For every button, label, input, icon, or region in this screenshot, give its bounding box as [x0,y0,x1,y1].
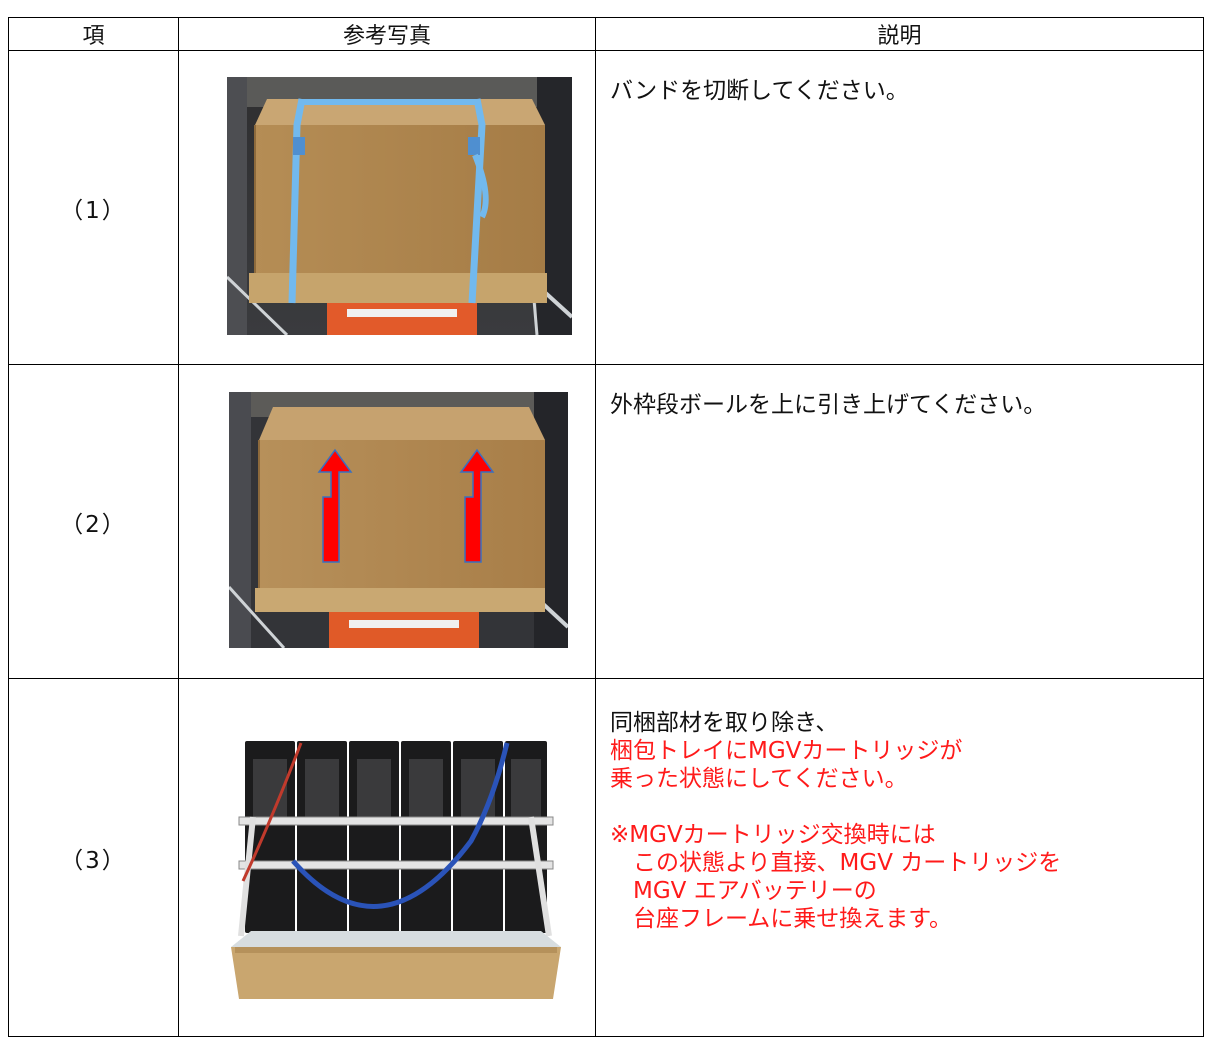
warning-text: 梱包トレイにMGVカートリッジが 乗った状態にしてください。 ※MGVカートリッ… [610,738,1062,932]
step-description: 外枠段ボールを上に引き上げてください。 [610,392,1047,418]
up-arrow-icon [459,448,495,563]
box-lift-arrows-photo [229,392,568,648]
header-item: 項 [8,17,179,51]
cartridge-on-tray-photo [231,731,561,999]
item-number: （2） [8,364,179,679]
item-number: （1） [8,50,179,365]
item-number: （3） [8,678,179,1037]
up-arrow-icon [317,448,353,563]
header-description: 説明 [595,17,1204,51]
header-photo: 参考写真 [178,17,596,51]
instruction-table: 項 参考写真 説明 （1） [8,17,1204,1037]
box-with-band-photo [227,77,572,335]
step-description: 同梱部材を取り除き、 梱包トレイにMGVカートリッジが 乗った状態にしてください… [610,710,1062,932]
header-row: 項 参考写真 説明 [8,17,1204,51]
table-row: （2） [8,364,1204,679]
table-row: （3） [8,678,1204,1037]
step-description: バンドを切断してください。 [610,78,909,104]
table-row: （1） [8,50,1204,365]
